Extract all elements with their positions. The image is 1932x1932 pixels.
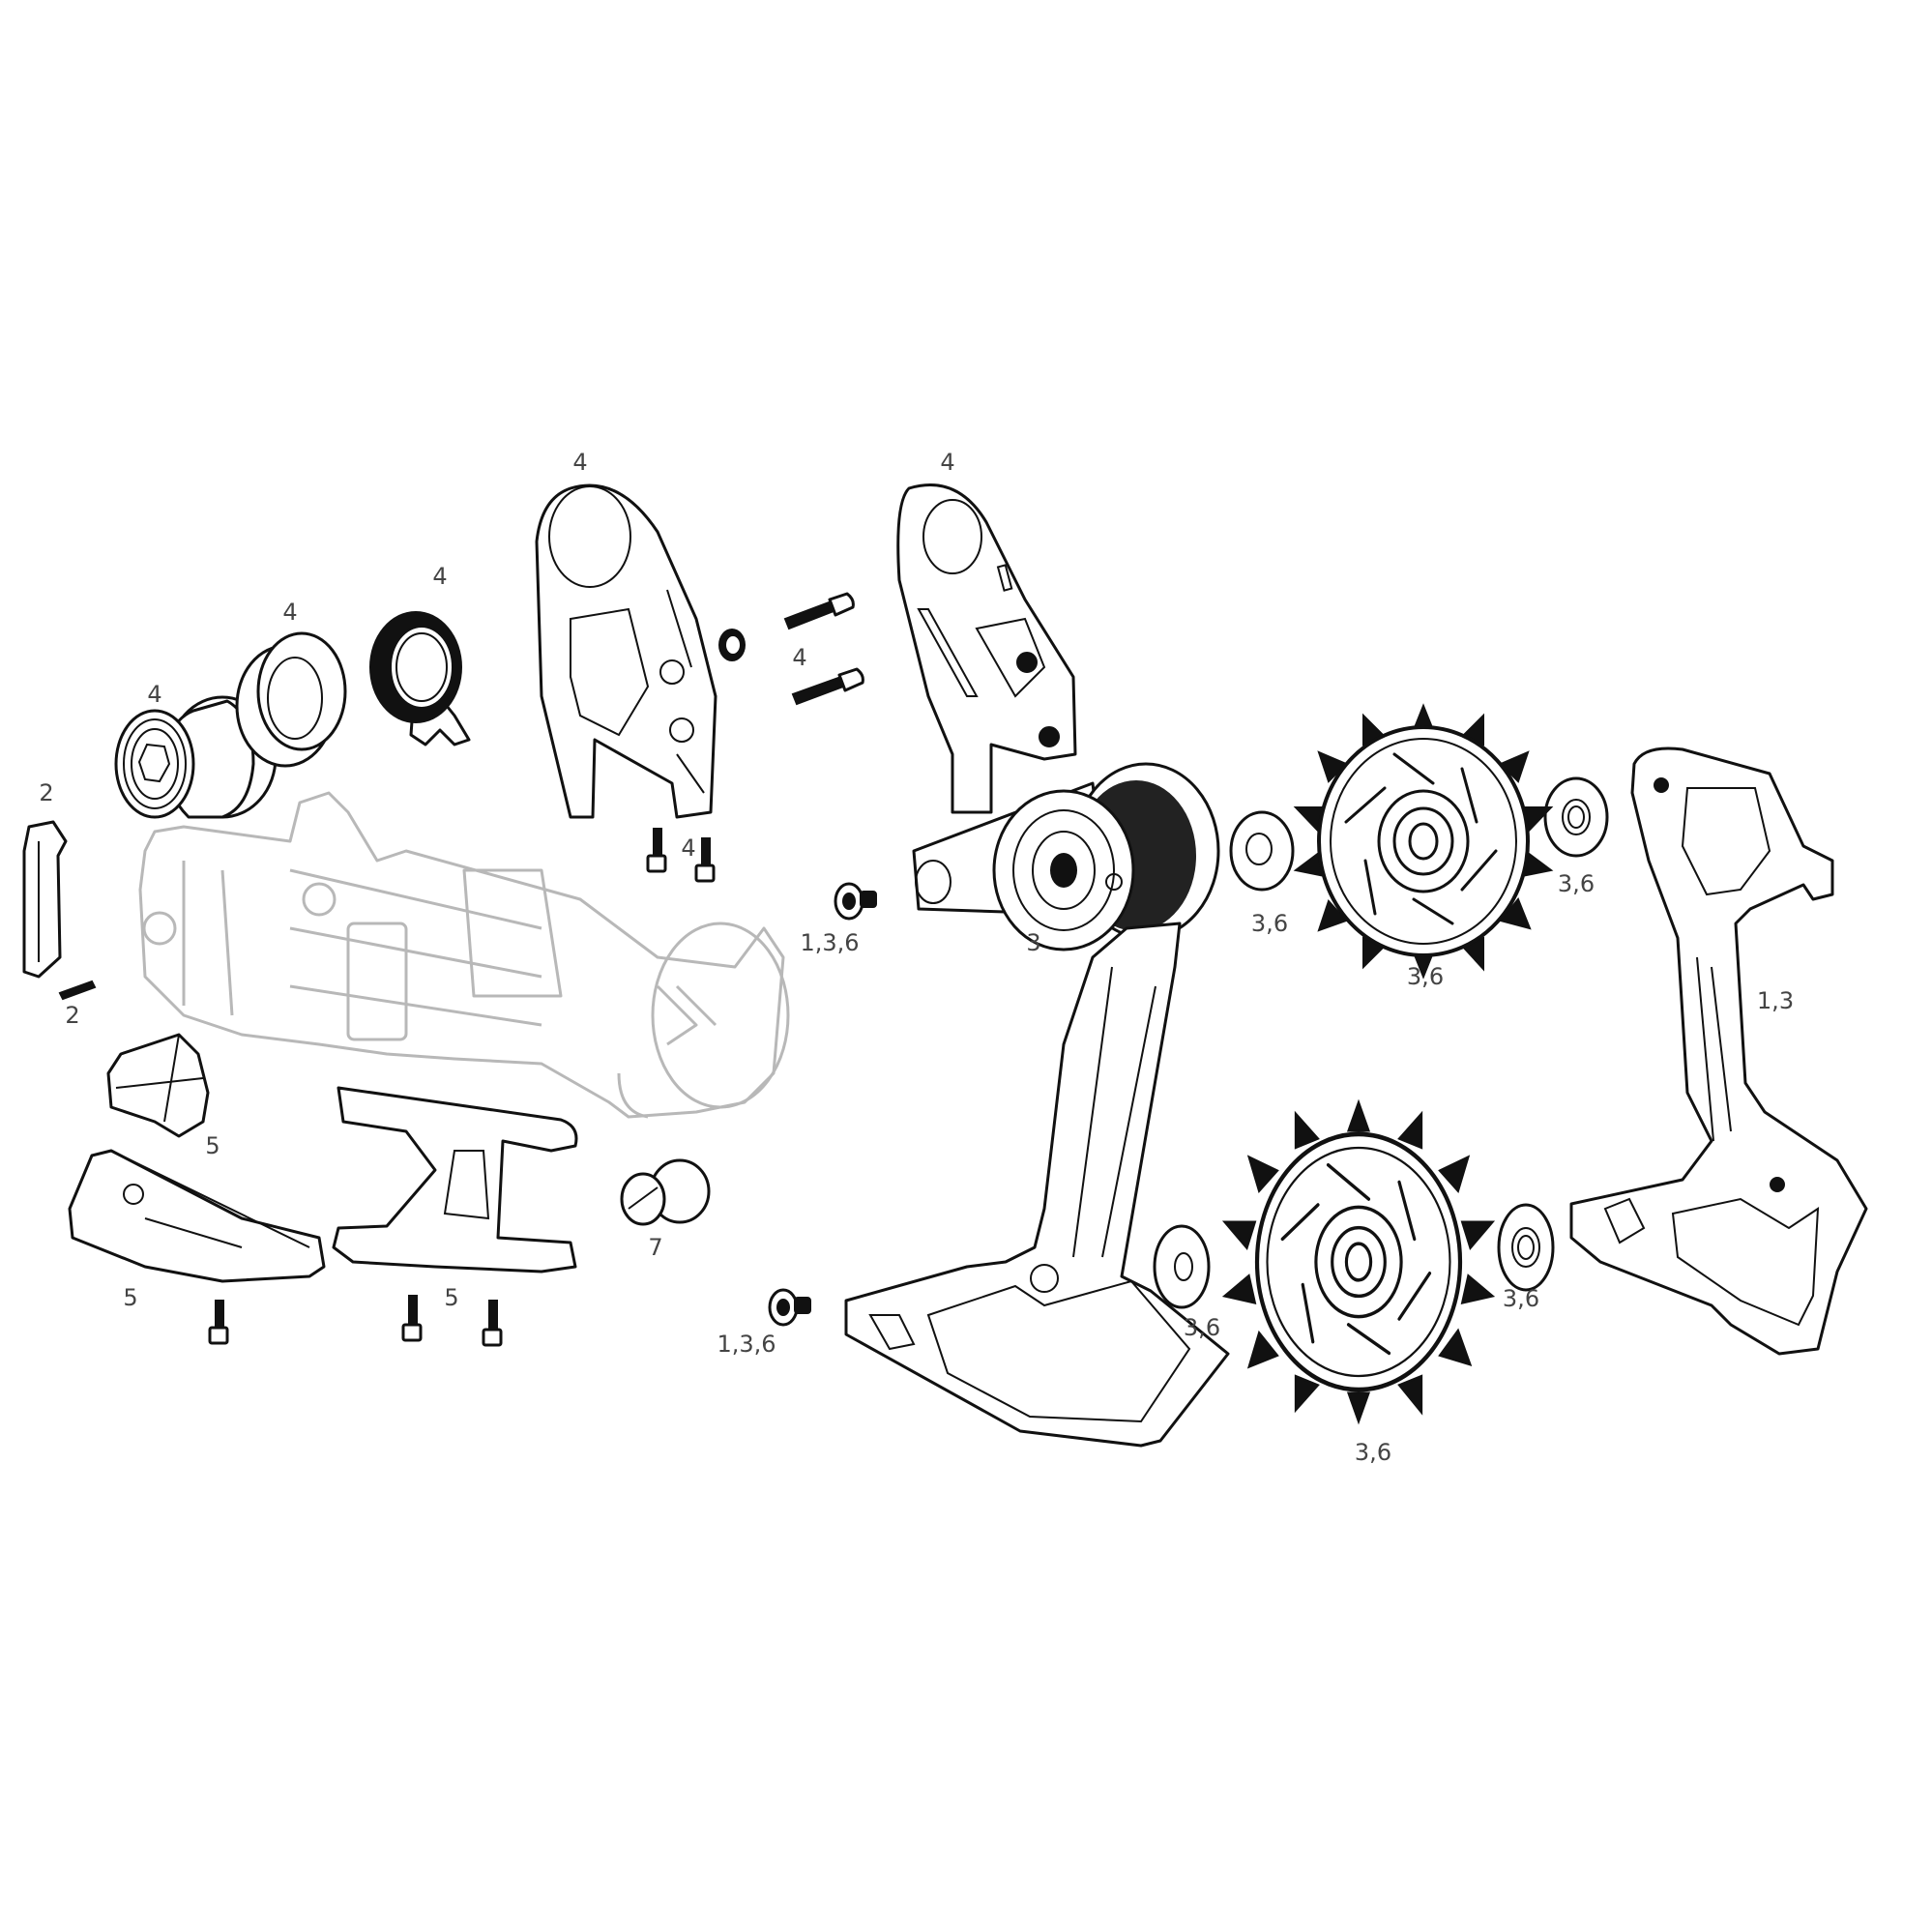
clutch-assembly [912,762,1220,951]
link-washer [718,629,746,661]
inner-link-plate [896,483,1077,814]
cable-guide [22,820,97,1001]
callout-bushing-sleeve: 4 [282,599,298,626]
callout-lower-washer-outer: 3,6 [1502,1285,1540,1312]
derailleur-body-ghost [138,791,790,1119]
seal-ring [369,611,471,746]
link-pins [783,592,864,706]
callout-lower-washer-inner: 3,6 [1183,1314,1221,1341]
lower-cover-screw [208,1300,229,1345]
cage-bolt-upper [834,882,877,921]
callout-lower-cover: 5 [123,1284,138,1311]
callout-inner-link-plate: 4 [940,449,955,476]
link-screws [646,828,716,883]
callout-upper-washer-outer: 3,6 [1557,870,1595,897]
battery-bracket [332,1086,578,1273]
callout-cage-bolt-upper: 1,3,6 [800,929,860,956]
lower-pulley [1223,1100,1494,1423]
lower-washer-outer [1497,1203,1555,1292]
upper-washer-inner [1229,810,1295,892]
callout-link-screws: 4 [681,834,696,862]
callout-cable-guide: 2 [39,779,54,806]
callout-link-pins: 4 [792,644,807,671]
lower-washer-inner [1153,1224,1211,1309]
bushing-sleeve [235,631,347,768]
callout-upper-washer-inner: 3,6 [1250,910,1289,937]
upper-pulley [1293,703,1554,980]
callout-battery-bracket: 5 [444,1284,459,1311]
callout-cage-bolt-lower: 1,3,6 [717,1331,776,1358]
callout-upper-pulley: 3,6 [1406,963,1445,990]
battery-cover [106,1033,210,1138]
cage-bolt-lower [768,1288,811,1327]
inner-cage-plate [844,922,1230,1448]
callout-lower-pulley: 3,6 [1354,1439,1392,1466]
outer-link-plate [535,483,717,819]
callout-port-plug: 7 [648,1234,663,1261]
callout-pivot-bolt: 4 [147,681,162,708]
callout-clutch-assembly: 3 [1026,929,1041,956]
upper-washer-outer [1543,776,1609,858]
port-plug [620,1158,711,1226]
bracket-screws [401,1295,503,1347]
pivot-bolt [114,695,278,819]
outer-cage-plate [1569,746,1868,1356]
lower-cover [68,1149,326,1283]
callout-battery-cover: 5 [205,1132,220,1159]
callout-guide-pin: 2 [65,1002,80,1029]
callout-outer-link-plate: 4 [572,449,588,476]
callout-seal-ring: 4 [432,563,448,590]
callout-outer-cage-plate: 1,3 [1756,987,1795,1014]
